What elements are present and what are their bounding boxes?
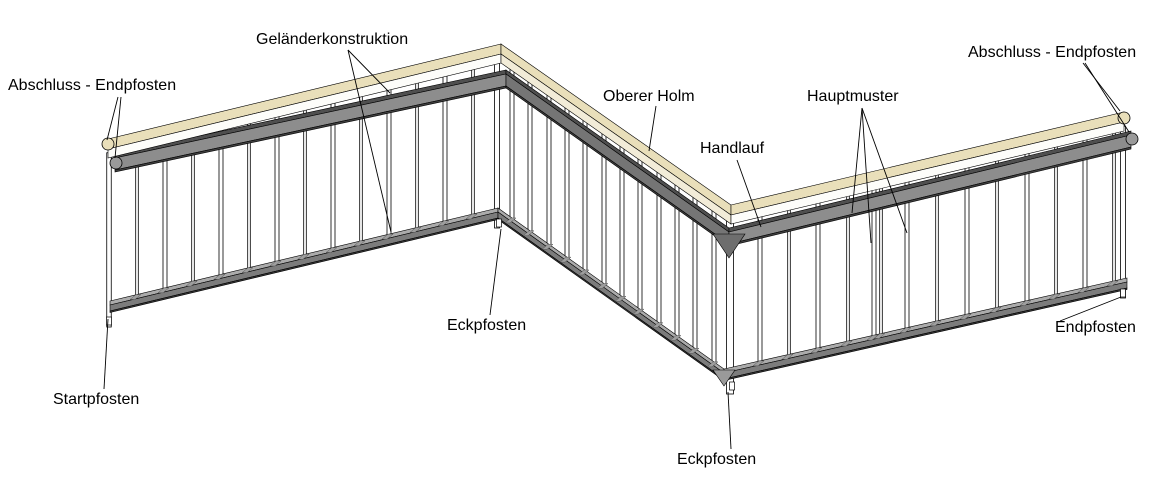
bottom-rail [497,211,725,380]
baluster-foot [632,308,645,315]
handlauf-rail [728,130,1132,233]
baluster-foot [781,354,794,360]
baluster-foot [899,327,912,333]
leader-abschluss-left-1 [106,96,119,141]
baluster-foot [157,287,170,294]
baluster-foot [810,347,823,353]
post-stub-tick [106,316,112,326]
leader-handlauf [736,159,762,228]
baluster [1054,143,1058,304]
baluster-foot [752,360,765,367]
baluster-foot [185,280,198,287]
baluster-foot [929,320,942,327]
baluster-foot [614,296,627,302]
oberer-holm-rail [730,121,1125,225]
oberer-holm-rail [500,43,732,216]
baluster-foot [669,335,682,341]
baluster-foot [297,254,310,260]
label-oberer-holm: Oberer Holm [603,88,695,105]
baluster-foot [651,322,664,328]
baluster-foot [269,260,282,267]
leader-lines [103,49,1130,450]
baluster-foot [522,230,535,236]
end-post [1120,125,1126,299]
baluster-foot [437,220,450,226]
label-eckpfosten-bottom: Eckpfosten [677,451,757,468]
end-cap-wood-left [101,137,115,151]
leader-abschluss-left-2 [114,96,122,159]
baluster [1024,150,1030,310]
post-stub-tick [496,218,502,228]
baluster-foot [1077,287,1090,293]
baluster [1112,129,1116,291]
baluster-foot [596,283,609,289]
leader-hauptmuster-1 [851,107,863,214]
baluster-foot [381,233,394,240]
oberer-holm-rail [500,53,732,225]
baluster [1082,136,1088,297]
leader-gelaenderkonstruktion-2 [347,49,392,233]
baluster-foot [325,247,338,253]
bottom-rail [497,217,725,382]
label-abschluss-endpfosten-right: Abschluss - Endpfosten [968,44,1137,61]
baluster-foot [541,244,554,250]
end-cap-metal-right [1125,132,1139,146]
baluster [218,127,224,284]
handlauf-rail [505,85,730,247]
leader-eckpfosten-bottom [727,391,732,450]
baluster-foot [959,313,972,320]
leader-abschluss-right-2 [1084,62,1130,133]
leader-hauptmuster-2 [861,107,872,244]
leader-eckpfosten-top [489,228,502,316]
baluster-foot [577,269,590,276]
label-startpfosten: Startpfosten [53,391,140,408]
baluster-foot [559,256,572,263]
baluster-foot [504,217,517,224]
baluster [135,147,139,304]
label-endpfosten: Endpfosten [1055,319,1136,336]
handlauf-rail [728,134,1132,245]
baluster-foot [706,361,719,368]
baluster [162,140,168,298]
baluster-foot [687,348,700,354]
post-stub-tick [729,381,735,391]
baluster [247,120,251,278]
leader-endpfosten [1059,296,1122,322]
baluster-foot [241,267,254,273]
bottom-rail-corner-mitre [712,369,736,387]
post-stub-tick [1120,288,1126,298]
baluster-foot [873,333,886,339]
leader-abschluss-right-1 [1082,62,1121,112]
label-gelaenderkonstruktion: Geländerkonstruktion [256,31,409,48]
label-handlauf: Handlauf [700,140,765,157]
label-abschluss-endpfosten-left: Abschluss - Endpfosten [8,77,177,94]
handlauf-corner-mitre [712,233,746,259]
baluster-foot [989,307,1002,313]
end-cap-metal-left [109,156,123,170]
baluster-foot [1106,280,1119,287]
leader-hauptmuster-3 [861,107,908,234]
baluster-foot [129,294,142,300]
railing-geometry [101,43,1139,395]
label-hauptmuster: Hauptmuster [807,88,899,105]
baluster [191,134,195,291]
leader-oberer-holm [648,105,657,152]
baluster-foot [465,213,478,220]
leader-gelaenderkonstruktion-1 [347,49,391,94]
baluster-foot [409,227,422,233]
baluster-foot [1048,293,1061,300]
label-eckpfosten-top: Eckpfosten [447,317,527,334]
baluster-foot [840,340,853,347]
baluster-foot [353,240,366,247]
leader-startpfosten [103,318,109,390]
baluster-foot [213,274,226,280]
baluster-foot [1019,300,1032,306]
